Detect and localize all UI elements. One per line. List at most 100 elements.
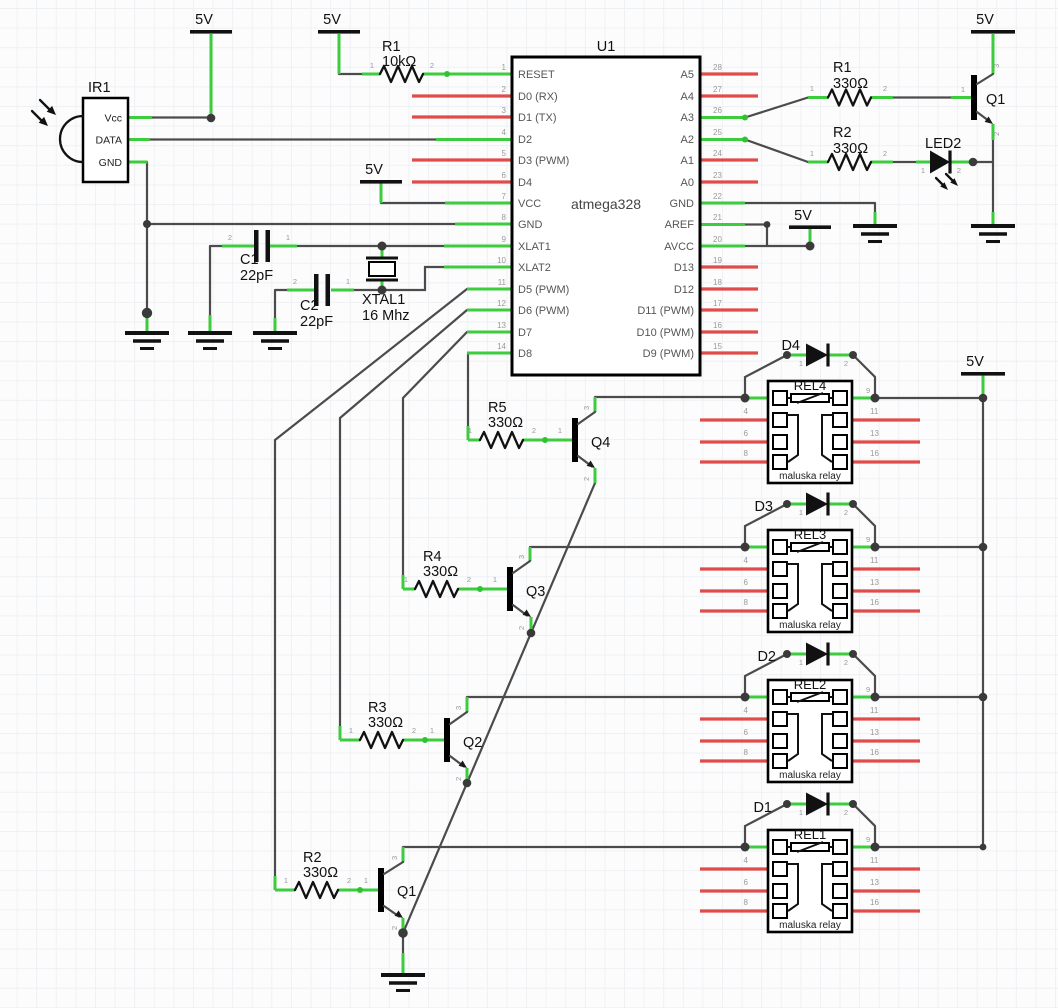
diode-d3[interactable]: D3 1 2 xyxy=(754,492,848,518)
u1-pin-label: D12 xyxy=(674,284,694,296)
u1-pin-number: 1 xyxy=(502,63,507,72)
relay-rel4[interactable]: 9 REL4 maluska relay 4 6 8 11 13 16 xyxy=(744,378,880,485)
u1-pin-label: A0 xyxy=(681,177,694,189)
d4-ref: D4 xyxy=(781,338,800,354)
u1-pin-number: 17 xyxy=(713,299,722,308)
junction-dots xyxy=(141,113,988,938)
u1-pin-label: D13 xyxy=(674,262,694,274)
c1-ref: C1 xyxy=(240,252,259,268)
r5-val: 330Ω xyxy=(488,415,523,431)
pin-number: 6 xyxy=(744,878,749,887)
pin-label: 3 xyxy=(454,706,463,710)
resistor-r1-330[interactable]: R1 330Ω 1 2 xyxy=(810,60,887,107)
c2-val: 22pF xyxy=(300,314,333,330)
d2-ref: D2 xyxy=(757,649,776,665)
u1-pin-label: D7 xyxy=(518,327,532,339)
relay-contacts xyxy=(787,713,833,762)
5v-label: 5V xyxy=(323,12,341,28)
r2-ref: R2 xyxy=(303,850,322,866)
stage-q3[interactable]: R4 330Ω 1 2 1 Q3 3 2 xyxy=(404,549,545,630)
stage-q2[interactable]: R3 330Ω 1 2 1 Q2 3 2 xyxy=(349,700,482,781)
ir-dome xyxy=(58,114,85,164)
relay-rel3[interactable]: 9 REL3 maluska relay 4 6 8 11 13 16 xyxy=(744,527,880,634)
c2-ref: C2 xyxy=(300,298,319,314)
rel1-type: maluska relay xyxy=(779,920,841,931)
diode-d1[interactable]: D1 1 2 xyxy=(753,792,848,818)
pin-number: 6 xyxy=(744,429,749,438)
pin-label: 3 xyxy=(992,64,1001,68)
u1-pin-label: A4 xyxy=(681,91,694,103)
led2-ref: LED2 xyxy=(925,136,961,152)
u1-pin-label: AVCC xyxy=(664,241,694,253)
u1-pin-label: VCC xyxy=(518,198,541,210)
stage-q1-bottom[interactable]: R2 330Ω 1 2 1 Q1 3 2 xyxy=(284,850,416,930)
pin-label: 2 xyxy=(430,61,434,70)
diode-d4[interactable]: D4 1 2 xyxy=(781,338,848,368)
u1-pin-label: A1 xyxy=(681,155,694,167)
capacitor-c2[interactable]: C2 22pF 2 1 xyxy=(293,274,350,330)
u1-pin-number: 21 xyxy=(713,213,722,222)
pin-label: 9 xyxy=(866,386,870,395)
q3-ref: Q3 xyxy=(526,584,545,600)
stage-q4[interactable]: R5 330Ω 1 2 1 Q4 3 2 xyxy=(468,400,610,481)
5v-bar xyxy=(360,180,402,184)
pin-number: 11 xyxy=(870,407,879,416)
power-symbols: 5V 5V 5V 5V 5V 5V xyxy=(190,12,1015,376)
5v-bar xyxy=(971,30,1015,34)
relay-rel1[interactable]: 9 REL1 maluska relay 4 6 8 11 13 16 xyxy=(744,827,880,934)
ir-receiver-ir1[interactable]: IR1 Vcc DATA GND xyxy=(30,80,130,184)
r2-ref: R2 xyxy=(833,125,852,141)
pin-label: 2 xyxy=(883,149,887,158)
resistor-r1-pullup[interactable]: R1 10kΩ 1 2 xyxy=(370,39,434,84)
pin-label: 2 xyxy=(347,876,351,885)
rel3-type: maluska relay xyxy=(779,620,841,631)
5v-label: 5V xyxy=(966,354,984,370)
gnd-icon xyxy=(188,331,232,350)
u1-pin-label: A3 xyxy=(681,112,694,124)
u1-pin-number: 5 xyxy=(502,149,507,158)
r1-ref: R1 xyxy=(833,60,852,76)
pin-label: 1 xyxy=(404,575,408,584)
u1-pin-number: 8 xyxy=(502,213,507,222)
pin-label: 9 xyxy=(866,835,870,844)
resistor-r2-330[interactable]: R2 330Ω 1 2 xyxy=(810,125,887,172)
u1-pin-label: RESET xyxy=(518,69,555,81)
capacitor-c1[interactable]: C1 22pF 2 1 xyxy=(228,230,290,284)
5v-label: 5V xyxy=(794,208,812,224)
led-led2[interactable]: LED2 1 2 xyxy=(921,136,961,190)
d1-ref: D1 xyxy=(753,800,772,816)
gnd-icon xyxy=(971,224,1015,243)
pin-label: 1 xyxy=(961,85,965,94)
r3-val: 330Ω xyxy=(368,715,403,731)
q1-ref: Q1 xyxy=(397,884,416,900)
ic-u1-atmega328[interactable]: U1 atmega328 RESET D0 (RX) D1 (TX) D2 D3… xyxy=(497,39,722,377)
r2-val: 330Ω xyxy=(303,865,338,881)
u1-pin-number: 14 xyxy=(497,342,506,351)
u1-pin-label: D9 (PWM) xyxy=(643,348,694,360)
u1-pin-number: 3 xyxy=(502,106,507,115)
pin-label: 1 xyxy=(799,808,803,817)
gnd-icon xyxy=(253,331,297,350)
emitter-arrow-icon xyxy=(586,460,595,468)
ir1-pin-vcc: Vcc xyxy=(104,113,122,125)
emitter-arrow-icon xyxy=(984,116,993,124)
pin-number: 16 xyxy=(870,748,879,757)
wires xyxy=(145,72,995,955)
u1-pin-number: 12 xyxy=(497,299,506,308)
u1-pin-number: 6 xyxy=(502,171,507,180)
transistor-q1-top[interactable]: Q1 1 3 2 xyxy=(961,64,1005,136)
u1-pin-label: A5 xyxy=(681,69,694,81)
pin-label: 2 xyxy=(844,658,848,667)
pin-number: 4 xyxy=(744,706,749,715)
pin-label: 1 xyxy=(810,84,814,93)
diode-d2[interactable]: D2 1 2 xyxy=(757,642,848,668)
crystal-xtal1[interactable]: XTAL1 16 Mhz xyxy=(362,256,410,324)
pin-label: 9 xyxy=(866,685,870,694)
relay-rel2[interactable]: 9 REL2 maluska relay 4 6 8 11 13 16 xyxy=(744,677,880,784)
ir1-pin-data: DATA xyxy=(96,135,122,147)
pin-label: 2 xyxy=(844,808,848,817)
pin-label: 1 xyxy=(799,508,803,517)
r2-val: 330Ω xyxy=(833,141,868,157)
pin-label: 1 xyxy=(468,426,472,435)
pin-label: 1 xyxy=(493,575,497,584)
